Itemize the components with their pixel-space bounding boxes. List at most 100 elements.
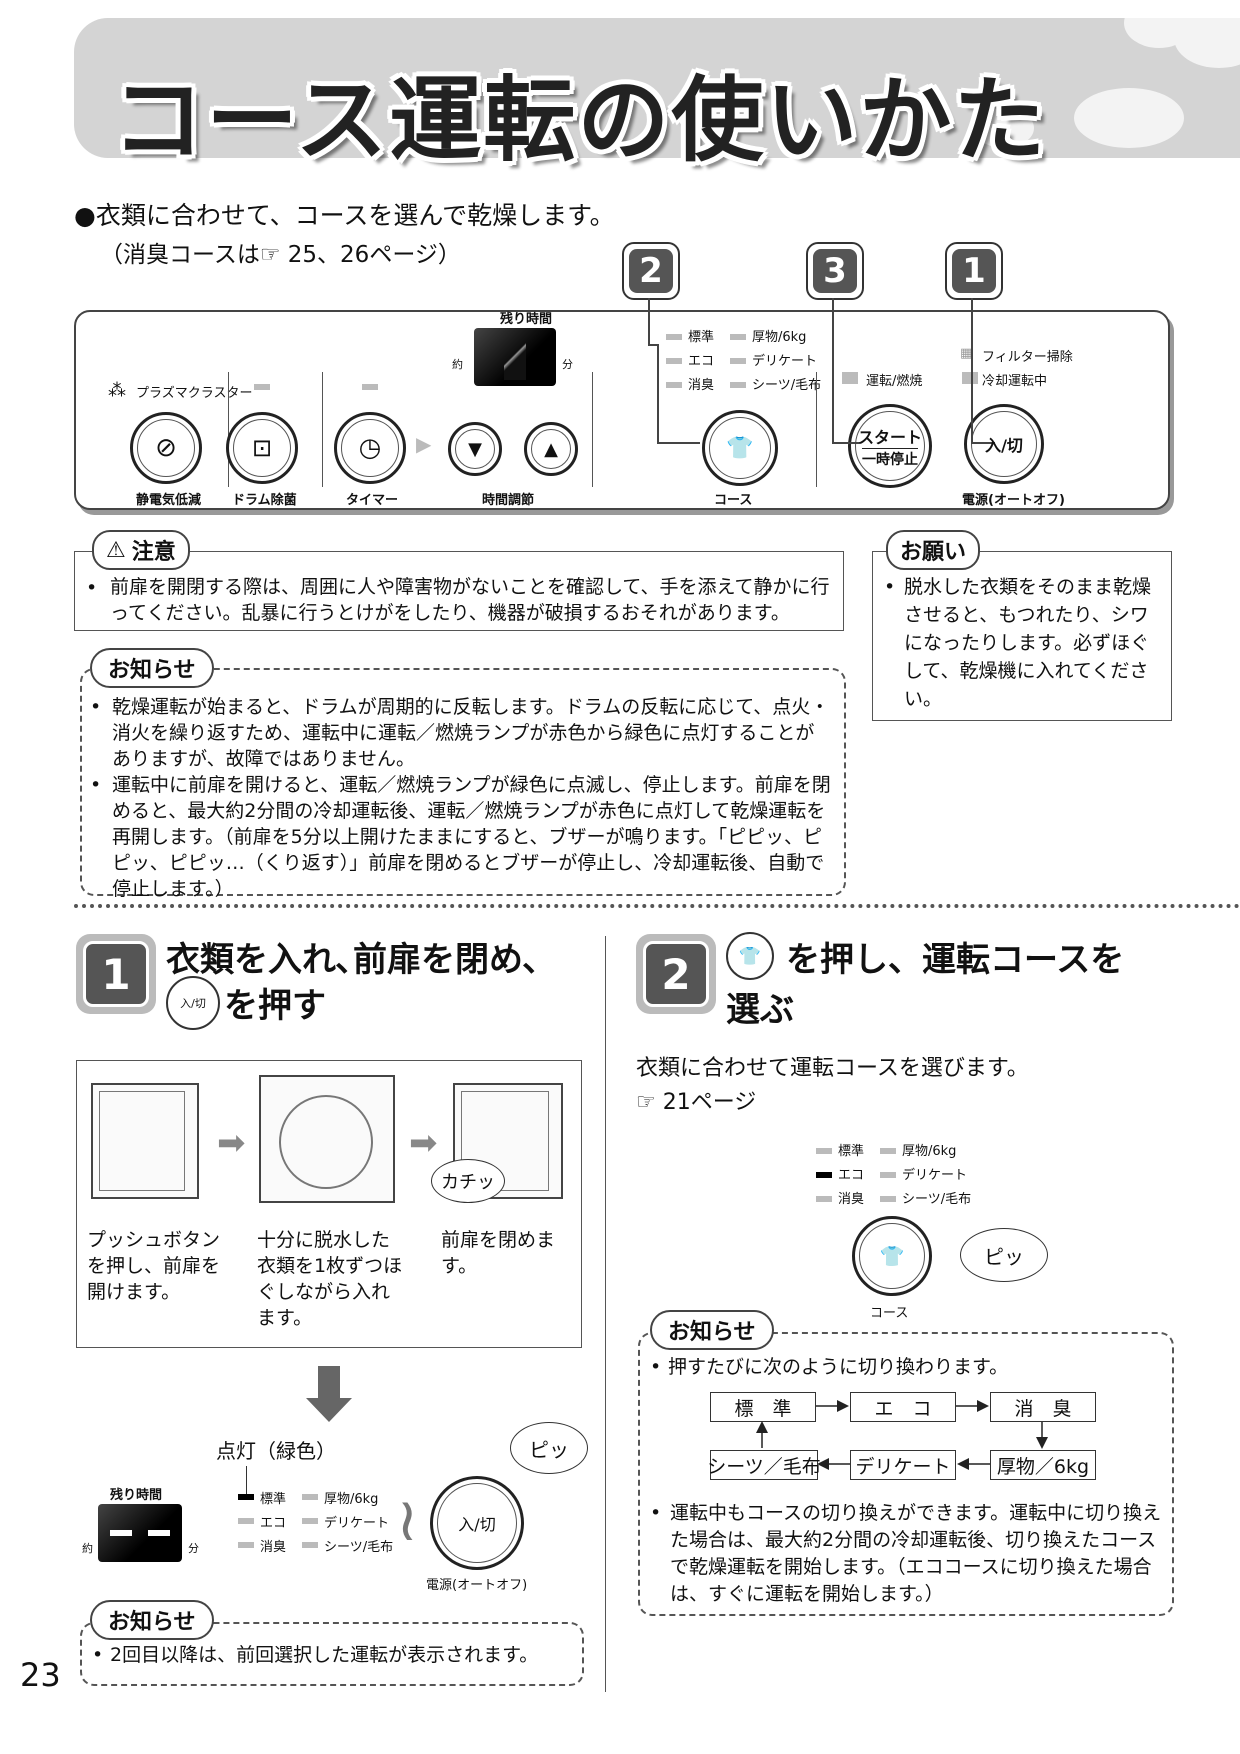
request-text: 脱水した衣類をそのまま乾燥させると、もつれたり、シワになったりします。必ずほぐし… <box>904 576 1152 710</box>
start-label: スタート <box>857 427 922 447</box>
notice-heading-1: お知らせ <box>90 648 214 688</box>
filter-clean-lamp: フィルター掃除 <box>982 350 1073 365</box>
arrow-right-icon: ➡ <box>409 1123 438 1163</box>
caution-heading: ⚠注意 <box>92 530 190 570</box>
down-arrow-shaft <box>318 1366 340 1400</box>
lamp-standard: 標準 <box>688 330 715 345</box>
drum-label: ドラム除菌 <box>232 493 297 508</box>
time-display <box>474 328 556 386</box>
notice-heading-3: お知らせ <box>90 1600 214 1640</box>
lit-label: 点灯（緑色） <box>216 1439 336 1463</box>
static-reduce-button[interactable]: ⊘ <box>130 412 202 484</box>
course-button[interactable]: 👕 <box>702 410 778 486</box>
flow-arrows <box>756 1400 1048 1470</box>
step1-illustration-box: ➡ ➡ カチッ プッシュボタンを押し、前扉を開けます。 十分に脱水した衣類を1枚… <box>76 1060 582 1348</box>
caption-1: プッシュボタンを押し、前扉を開けます。 <box>87 1229 221 1303</box>
notice-box-3 <box>80 1622 584 1686</box>
click-sound-bubble: カチッ <box>431 1159 505 1203</box>
flow-deodorize: 消 臭 <box>990 1392 1096 1422</box>
notice-box-2 <box>638 1332 1174 1616</box>
flow-standard: 標 準 <box>710 1392 816 1422</box>
step-badge-3: 3 <box>806 242 864 300</box>
step1-title-line2: を押す <box>224 986 326 1026</box>
step1-title-line1: 衣類を入れ､前扉を閉め､ <box>166 940 540 980</box>
notice-heading-2: お知らせ <box>650 1310 774 1350</box>
course-label: コース <box>714 493 753 508</box>
lead-line-1: ●衣類に合わせて、コースを選んで乾燥します。 <box>74 201 615 230</box>
approx-label: 約 <box>452 358 463 371</box>
flow-eco: エ コ <box>850 1392 956 1422</box>
plasma-label: プラズマクラスター <box>136 386 253 401</box>
notice1-item-2: 運転中に前扉を開けると、運転／燃焼ランプが緑色に点滅し、停止します。前扉を閉める… <box>112 774 831 900</box>
caption-3: 前扉を閉めます。 <box>441 1229 556 1277</box>
dryer-image-1 <box>91 1083 199 1199</box>
drum-sanitize-button[interactable]: ⊡ <box>226 412 298 484</box>
lamp-delicate: デリケート <box>752 354 818 369</box>
power-button-2[interactable]: 入/切 <box>430 1476 524 1570</box>
step2-badge: 2 <box>636 934 716 1014</box>
page-number: 23 <box>20 1656 61 1694</box>
caution-box <box>74 551 844 631</box>
triangle-down-icon: ▼ <box>468 438 482 460</box>
time-adjust-label: 時間調節 <box>482 493 535 508</box>
caption-2: 十分に脱水した衣類を1枚ずつほぐしながら入れます。 <box>257 1229 403 1329</box>
timer-lamp <box>362 384 378 390</box>
remaining-time-label: 残り時間 <box>500 312 553 327</box>
step-badge-2: 2 <box>622 242 680 300</box>
timer-label: タイマー <box>346 493 399 508</box>
drum-icon: ⊡ <box>251 434 273 462</box>
page-title: コース運転の使いかた <box>112 67 1048 174</box>
static-icon: ⊘ <box>155 433 177 463</box>
flow-thick: 厚物／6kg <box>990 1450 1096 1480</box>
shirt-icon: 👕 <box>726 435 754 461</box>
time-up-button[interactable]: ▲ <box>524 422 578 476</box>
course-button-2[interactable]: 👕 <box>852 1216 932 1296</box>
lamp-thick: 厚物/6kg <box>752 330 807 345</box>
caution-text: 前扉を開閉する際は、周囲に人や障害物がないことを確認して、手を添えて静かに行って… <box>110 576 830 624</box>
drum-lamp <box>254 384 270 390</box>
step-badge-1: 1 <box>945 242 1003 300</box>
time-down-button[interactable]: ▼ <box>448 422 502 476</box>
step2-title-line1: を押し、運転コースを <box>786 940 1125 980</box>
arrow-right-icon: ➡ <box>217 1123 246 1163</box>
request-heading: お願い <box>886 530 981 570</box>
power-label-2: 電源(オートオフ) <box>426 1578 528 1593</box>
remaining-time-label-2: 残り時間 <box>110 1488 163 1503</box>
break-mark: ≀ <box>396 1485 419 1555</box>
triangle-up-icon: ▲ <box>544 438 558 460</box>
lamp-eco: エコ <box>688 354 715 369</box>
notice2-item-2: 運転中もコースの切り換えができます。運転中に切り換えた場合は、最大約2分間の冷却… <box>670 1502 1162 1605</box>
dryer-image-2 <box>259 1075 395 1203</box>
warning-triangle-icon: ⚠ <box>106 537 126 563</box>
power-button-label: 入/切 <box>985 436 1023 455</box>
timer-button[interactable]: ◷ <box>334 412 406 484</box>
notice-box-1 <box>80 668 846 896</box>
section-separator <box>74 904 1240 908</box>
notice2-item-1: 押すたびに次のように切り換わります。 <box>668 1356 1009 1378</box>
down-arrow-icon <box>306 1398 352 1422</box>
course-icon-inline: 👕 <box>726 932 774 980</box>
notice1-item-1: 乾燥運転が始まると、ドラムが周期的に反転します。ドラムの反転に応じて、点火・消火… <box>112 696 830 770</box>
plasma-icon: ⁂ <box>108 380 126 401</box>
step2-ref: ☞ 21ページ <box>636 1090 757 1115</box>
flow-sheets: シーツ／毛布 <box>707 1450 821 1480</box>
start-pause-button[interactable]: スタート 一時停止 <box>848 404 932 488</box>
lead-line-2: （消臭コースは☞ 25、26ページ） <box>100 242 461 268</box>
step2-desc: 衣類に合わせて運転コースを選びます。 <box>636 1056 1029 1081</box>
step2-title-line2: 選ぶ <box>726 990 794 1030</box>
column-divider <box>605 936 606 1692</box>
beep-bubble: ピッ <box>510 1422 588 1474</box>
arrow-right-icon: ▶ <box>416 432 432 456</box>
request-box <box>872 551 1172 721</box>
lamp-sheets: シーツ/毛布 <box>752 378 822 393</box>
power-label: 電源(オートオフ) <box>962 493 1065 508</box>
clock-icon: ◷ <box>358 433 382 463</box>
power-button[interactable]: 入/切 <box>964 404 1044 484</box>
filter-grid-icon: ▦ <box>960 346 973 361</box>
minutes-label: 分 <box>562 358 573 371</box>
flow-delicate: デリケート <box>850 1450 956 1480</box>
shirt-icon: 👕 <box>879 1244 905 1268</box>
cooling-lamp: 冷却運転中 <box>982 374 1048 389</box>
step1-badge: 1 <box>76 934 156 1014</box>
power-icon-inline: 入/切 <box>166 976 220 1030</box>
